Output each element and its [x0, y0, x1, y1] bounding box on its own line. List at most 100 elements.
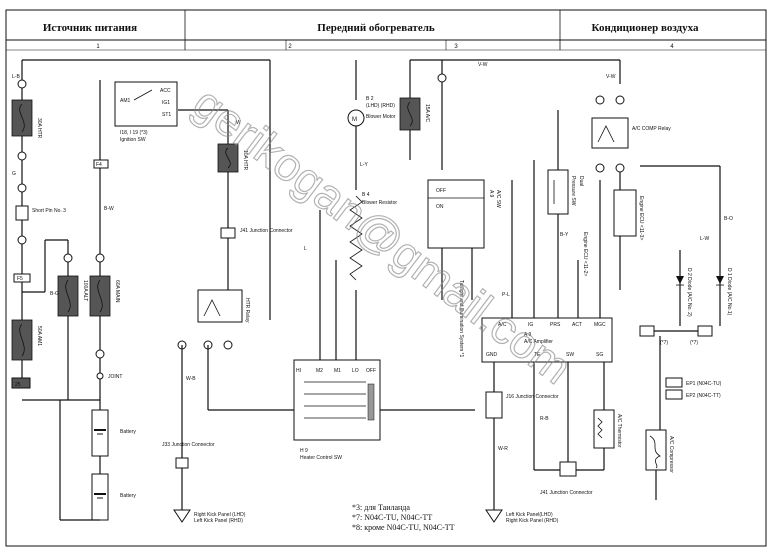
battery-1	[91, 409, 109, 457]
short-pin-label: Short Pin No. 3	[32, 208, 66, 214]
svg-text:Battery: Battery	[120, 429, 136, 435]
ground-left: J33 Junction Connector Right Kick Panel …	[162, 442, 246, 524]
junction-j41-label: J41 Junction Connector	[240, 228, 293, 234]
svg-text:M: M	[352, 117, 357, 123]
front-heater-section: 10A HTR W J41 Junction Connector HTR Rel…	[177, 60, 475, 470]
ac-amp-label: A/C Amplifier	[524, 339, 553, 345]
watermark: gerikogan@gmail.com	[184, 76, 581, 393]
wire-label-l-b: L-B	[12, 74, 20, 80]
section-number-1: 1	[96, 44, 100, 50]
ac-thermistor-label: A/C Thermistor	[616, 414, 622, 448]
j33-conn-label: J33 Junction Connector	[162, 442, 215, 448]
blower-motor-label: Blower Motor	[366, 114, 396, 120]
fuse-alt-label: 100A ALT	[82, 280, 88, 301]
svg-text:IG1: IG1	[162, 100, 170, 106]
ac-switch-section: 15A A/C V-W OFF ON A 9 A/C SW Taillight …	[399, 59, 622, 505]
wire-label-w: W	[236, 120, 241, 126]
wire-label-v-w-2: V-W	[606, 74, 616, 80]
blower-resistor	[349, 195, 363, 281]
wire-label-w-r: W-R	[498, 446, 508, 452]
svg-text:ACC: ACC	[160, 88, 171, 94]
ignition-sw-code: I18, I 19 (*3)	[120, 130, 148, 136]
svg-text:(*7): (*7)	[660, 340, 668, 346]
header-power-supply: Источник питания	[43, 22, 137, 34]
taillight-label: Taillight and Illumination System *1	[458, 280, 464, 357]
ac-amp-pin-prs: PRS	[550, 322, 561, 328]
ac-sw-off: OFF	[436, 188, 446, 194]
ac-comp-relay	[591, 117, 629, 149]
htr-relay-label: HTR Relay	[244, 298, 250, 323]
wire-label-b-y: B-Y	[560, 232, 569, 238]
svg-text:ST1: ST1	[162, 112, 171, 118]
ac-amp-pin-ig: IG	[528, 322, 533, 328]
ground-right-label-2: Right Kick Panel (RHD)	[506, 518, 559, 524]
pressure-sw-label: Pressure SW	[570, 176, 576, 206]
ac-thermistor	[593, 409, 615, 449]
ground-left-label-2: Left Kick Panel (RHD)	[194, 518, 243, 524]
heater-control-code: H 9	[300, 448, 308, 454]
note-n04c: *7: N04C-TU, N04C-TT	[352, 513, 432, 522]
ground-left-label-1: Right Kick Panel (LHD)	[194, 512, 246, 518]
blower-resistor-label: Blower Resistor	[362, 200, 397, 206]
heater-pos-m1: M1	[334, 368, 341, 374]
blower-motor-variant: (LHD) (RHD)	[366, 103, 395, 109]
fuse-ac-label: 15A A/C	[424, 104, 430, 122]
ignition-switch[interactable]	[114, 81, 178, 127]
heater-pos-lo: LO	[352, 368, 359, 374]
svg-text:F4: F4	[96, 162, 102, 168]
svg-text:F5: F5	[17, 276, 23, 282]
d1-diode-label: D 1 Diode (A/C No.1)	[726, 268, 732, 316]
header-air-conditioner: Кондиционер воздуха	[592, 22, 699, 34]
svg-text:JOINT: JOINT	[108, 374, 122, 380]
pressure-switch	[547, 169, 569, 215]
wire-label-v-w: V-W	[478, 62, 488, 68]
svg-text:(*7): (*7)	[690, 340, 698, 346]
fuse-htr-label: 30A HTR	[36, 118, 42, 139]
engine-ecu-2-label: Engine ECU <11-3>	[638, 196, 644, 240]
section-number-2: 2	[288, 44, 292, 50]
heater-control-label: Heater Control SW	[300, 455, 342, 461]
power-source-section: L-B 30A HTR G Short Pin No. 3 F5 50A AM1…	[11, 59, 270, 521]
svg-text:AM1: AM1	[120, 98, 131, 104]
ac-sw-on: ON	[436, 204, 444, 210]
ac-compressor-label: A/C Compressor	[668, 436, 674, 473]
ep1-label: EP1 (N04C-TU)	[686, 381, 722, 387]
ignition-sw-label: Ignition SW	[120, 137, 146, 143]
ac-amp-pin-act: ACT	[572, 322, 582, 328]
ac-amplifier	[481, 317, 613, 363]
blower-motor-code: B 2	[366, 96, 374, 102]
junction-j41b-label: J41 Junction Connector	[540, 490, 593, 496]
header-front-heater: Передний обогреватель	[317, 22, 435, 34]
htr-relay	[197, 289, 243, 323]
wire-label-w-b: W-B	[186, 376, 196, 382]
heater-pos-off: OFF	[366, 368, 376, 374]
air-conditioner-section: V-W A/C COMP Relay Engine ECU <11-3> B-O…	[530, 59, 733, 500]
heater-control-switch[interactable]	[293, 359, 381, 441]
d2-diode-label: D 2 Diode (A/C No. 2)	[686, 268, 692, 317]
ac-switch[interactable]	[427, 179, 485, 249]
wire-label-r-b: R-B	[540, 416, 549, 422]
junction-j16-label: J16 Junction Connector	[506, 394, 559, 400]
wire-label-l: L	[304, 246, 307, 252]
svg-text:25: 25	[15, 382, 21, 388]
wire-label-p-l: P-L	[502, 292, 510, 298]
ep2-label: EP2 (N04C-TT)	[686, 393, 721, 399]
engine-ecu-1-label: Engine ECU <11-2>	[582, 232, 588, 276]
section-number-4: 4	[670, 44, 674, 50]
section-number-3: 3	[454, 44, 458, 50]
short-pin	[15, 205, 29, 221]
ground-right-label-1: Left Kick Panel(LHD)	[506, 512, 553, 518]
fuse-htr2-label: 10A HTR	[242, 150, 248, 171]
svg-text:Battery: Battery	[120, 493, 136, 499]
fuse-main-label: 60A MAIN	[114, 280, 120, 303]
ac-amp-code: A 9	[524, 332, 531, 338]
wire-label-b-w: B-W	[104, 206, 114, 212]
wire-label-l-y: L-Y	[360, 162, 368, 168]
heater-pos-m2: M2	[316, 368, 323, 374]
note-except-n04c: *8: кроме N04C-TU, N04C-TT	[352, 523, 455, 532]
ac-amp-pin-ac: A/C	[498, 322, 507, 328]
ac-comp-relay-label: A/C COMP Relay	[632, 126, 671, 132]
wire-label-b-g: B-G	[50, 291, 59, 297]
ac-amp-pin-sg: SG	[596, 352, 603, 358]
